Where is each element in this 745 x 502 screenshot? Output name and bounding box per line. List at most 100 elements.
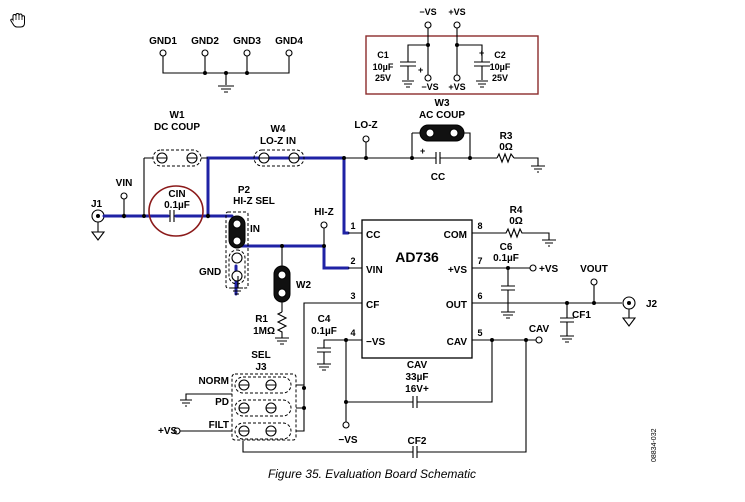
c6-plus-vs: +VS (539, 264, 559, 275)
w4-jumper[interactable] (253, 149, 305, 167)
gnd2-terminal[interactable] (201, 49, 209, 57)
gnd4-label: GND4 (275, 36, 303, 47)
cav-cap-ref: CAV (407, 360, 428, 371)
w2-jumper[interactable] (273, 265, 291, 303)
minus-vs-label: −VS (338, 435, 358, 446)
c2-polarity: + (479, 48, 484, 58)
j3-ref: J3 (255, 362, 267, 373)
supply-bottom-plus-vs: +VS (448, 82, 465, 92)
w1-ref: W1 (170, 110, 185, 121)
supply-decoupling-box: −VS +VS + C1 10µF 25V + C2 10µF 25V −VS … (365, 7, 539, 95)
pin5-name: CAV (447, 337, 468, 348)
loz-testpoint[interactable] (362, 135, 370, 143)
hand-cursor-icon (10, 12, 25, 28)
pin7-name: +VS (448, 265, 468, 276)
r1-value: 1MΩ (253, 326, 275, 337)
pin2-num: 2 (350, 256, 355, 266)
c6-ref: C6 (500, 242, 513, 253)
r4-ref: R4 (510, 205, 523, 216)
r4-value: 0Ω (509, 216, 523, 227)
p2-in-label: IN (250, 224, 260, 235)
cav-cap-value: 33µF (406, 372, 429, 383)
c1-voltage: 25V (375, 73, 391, 83)
cin-ref: CIN (168, 189, 185, 200)
w3-desc: AC COUP (419, 110, 465, 121)
hiz-label: HI-Z (314, 207, 333, 218)
cf1-ref: CF1 (572, 310, 591, 321)
cav-net-label: CAV (529, 324, 550, 335)
c2-value: 10µF (490, 62, 511, 72)
r3-value: 0Ω (499, 142, 513, 153)
j3-row-pd: PD (215, 397, 229, 408)
w1-desc: DC COUP (154, 122, 200, 133)
pin7-num: 7 (477, 256, 482, 266)
pin2-name: VIN (366, 265, 383, 276)
p2-desc: HI-Z SEL (233, 196, 275, 207)
pin3-name: CF (366, 300, 379, 311)
c1-value: 10µF (373, 62, 394, 72)
gnd2-label: GND2 (191, 36, 219, 47)
loz-label: LO-Z (354, 120, 377, 131)
gnd1-terminal[interactable] (159, 49, 167, 57)
w3-ref: W3 (435, 98, 450, 109)
pin1-num: 1 (350, 221, 355, 231)
j3-row-norm: NORM (198, 376, 229, 387)
pin3-num: 3 (350, 291, 355, 301)
gnd4-terminal[interactable] (285, 49, 293, 57)
c4-ref: C4 (318, 314, 331, 325)
pin1-name: CC (366, 230, 380, 241)
pin8-name: COM (444, 230, 467, 241)
vin-label: VIN (116, 178, 133, 189)
output-section: R4 0Ω C6 0.1µF +VS VOUT J2 CF1 CAV (486, 205, 658, 344)
c2-voltage: 25V (492, 73, 508, 83)
c1-polarity: + (418, 65, 423, 75)
p2-header[interactable] (225, 211, 249, 289)
ad736-chip: AD736 1 2 3 4 CC VIN CF −VS 8 7 6 5 COM … (348, 219, 486, 359)
w2-ref: W2 (296, 280, 311, 291)
c2-ref: C2 (494, 50, 506, 60)
supply-top-plus-vs: +VS (448, 7, 465, 17)
j1-label: J1 (91, 199, 103, 210)
cf2-ref: CF2 (408, 436, 427, 447)
w1-jumper[interactable] (152, 149, 202, 167)
chip-name: AD736 (395, 249, 439, 265)
w4-ref: W4 (271, 124, 286, 135)
c6-value: 0.1µF (493, 253, 519, 264)
supply-bottom-minus-vs: −VS (421, 82, 438, 92)
r1-ref: R1 (255, 314, 268, 325)
cc-ref: CC (431, 172, 445, 183)
r3-ref: R3 (500, 131, 513, 142)
pin6-num: 6 (477, 291, 482, 301)
bottom-section: C4 0.1µF −VS CAV 33µF 16V+ CF2 SEL J3 (158, 302, 528, 458)
c1-ref: C1 (377, 50, 389, 60)
hiz-testpoint[interactable] (320, 221, 328, 229)
pin4-num: 4 (350, 328, 355, 338)
gnd1-label: GND1 (149, 36, 177, 47)
p2-ref: P2 (238, 185, 251, 196)
pin8-num: 8 (477, 221, 482, 231)
j3-sel: SEL (251, 350, 270, 361)
j3-header[interactable] (231, 373, 297, 441)
w4-desc: LO-Z IN (260, 136, 296, 147)
figure-caption: Figure 35. Evaluation Board Schematic (268, 467, 476, 481)
cc-polarity: + (420, 146, 425, 156)
j2-label: J2 (646, 299, 658, 310)
gnd3-terminal[interactable] (243, 49, 251, 57)
pin6-name: OUT (446, 300, 467, 311)
gnd3-label: GND3 (233, 36, 261, 47)
j3-plus-vs: +VS (158, 426, 178, 437)
cav-testpoint[interactable] (535, 336, 543, 344)
cav-cap-voltage: 16V+ (405, 384, 429, 395)
pin5-num: 5 (477, 328, 482, 338)
j3-row-filt: FILT (209, 420, 229, 431)
vin-testpoint[interactable] (120, 192, 128, 200)
vout-testpoint[interactable] (590, 278, 598, 286)
ground-icon (218, 85, 234, 93)
p2-gnd-label: GND (199, 267, 221, 278)
w3-jumper[interactable] (419, 124, 465, 142)
pin4-name: −VS (366, 337, 386, 348)
cin-value: 0.1µF (164, 200, 190, 211)
c4-value: 0.1µF (311, 326, 337, 337)
